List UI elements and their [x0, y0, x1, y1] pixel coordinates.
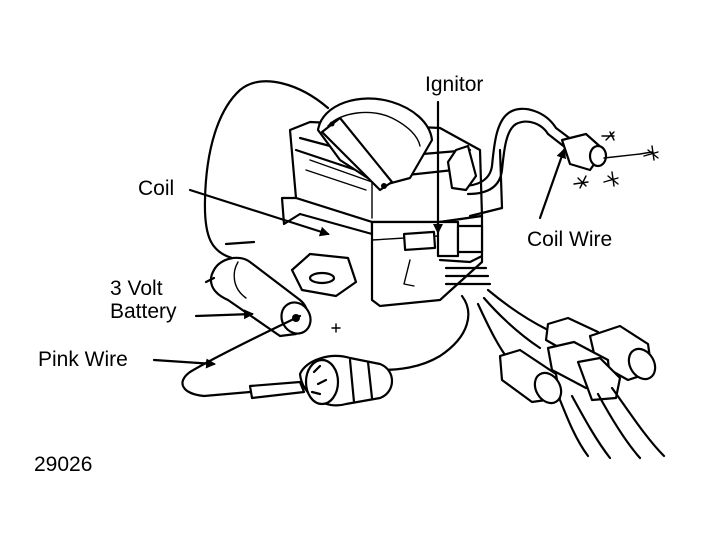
battery-arrow [194, 309, 254, 320]
mounting-bracket [290, 252, 358, 298]
spark-icon [601, 131, 615, 141]
pink-wire-arrow [152, 358, 216, 369]
figure-number: 29026 [34, 453, 93, 476]
ignitor-label: Ignitor [425, 73, 484, 96]
battery-label-line1: 3 Volt [110, 277, 163, 300]
harness-connectors [476, 288, 666, 460]
pink-wire-drawing [181, 294, 470, 407]
pink-wire-label: Pink Wire [38, 348, 128, 371]
coil-label: Coil [138, 177, 175, 200]
coil-wire-drawing [446, 107, 659, 218]
coil-wire-arrow [538, 148, 567, 220]
battery-label-line2: Battery [110, 300, 177, 323]
coil-assembly [224, 97, 484, 246]
ignitor-module [370, 214, 492, 308]
spark-icon [603, 171, 619, 187]
spark-icon [573, 175, 589, 189]
spark-icon [643, 145, 659, 161]
coil-wire-label: Coil Wire [527, 228, 613, 251]
coil-arrow [188, 188, 330, 237]
loop-wire [203, 80, 330, 260]
